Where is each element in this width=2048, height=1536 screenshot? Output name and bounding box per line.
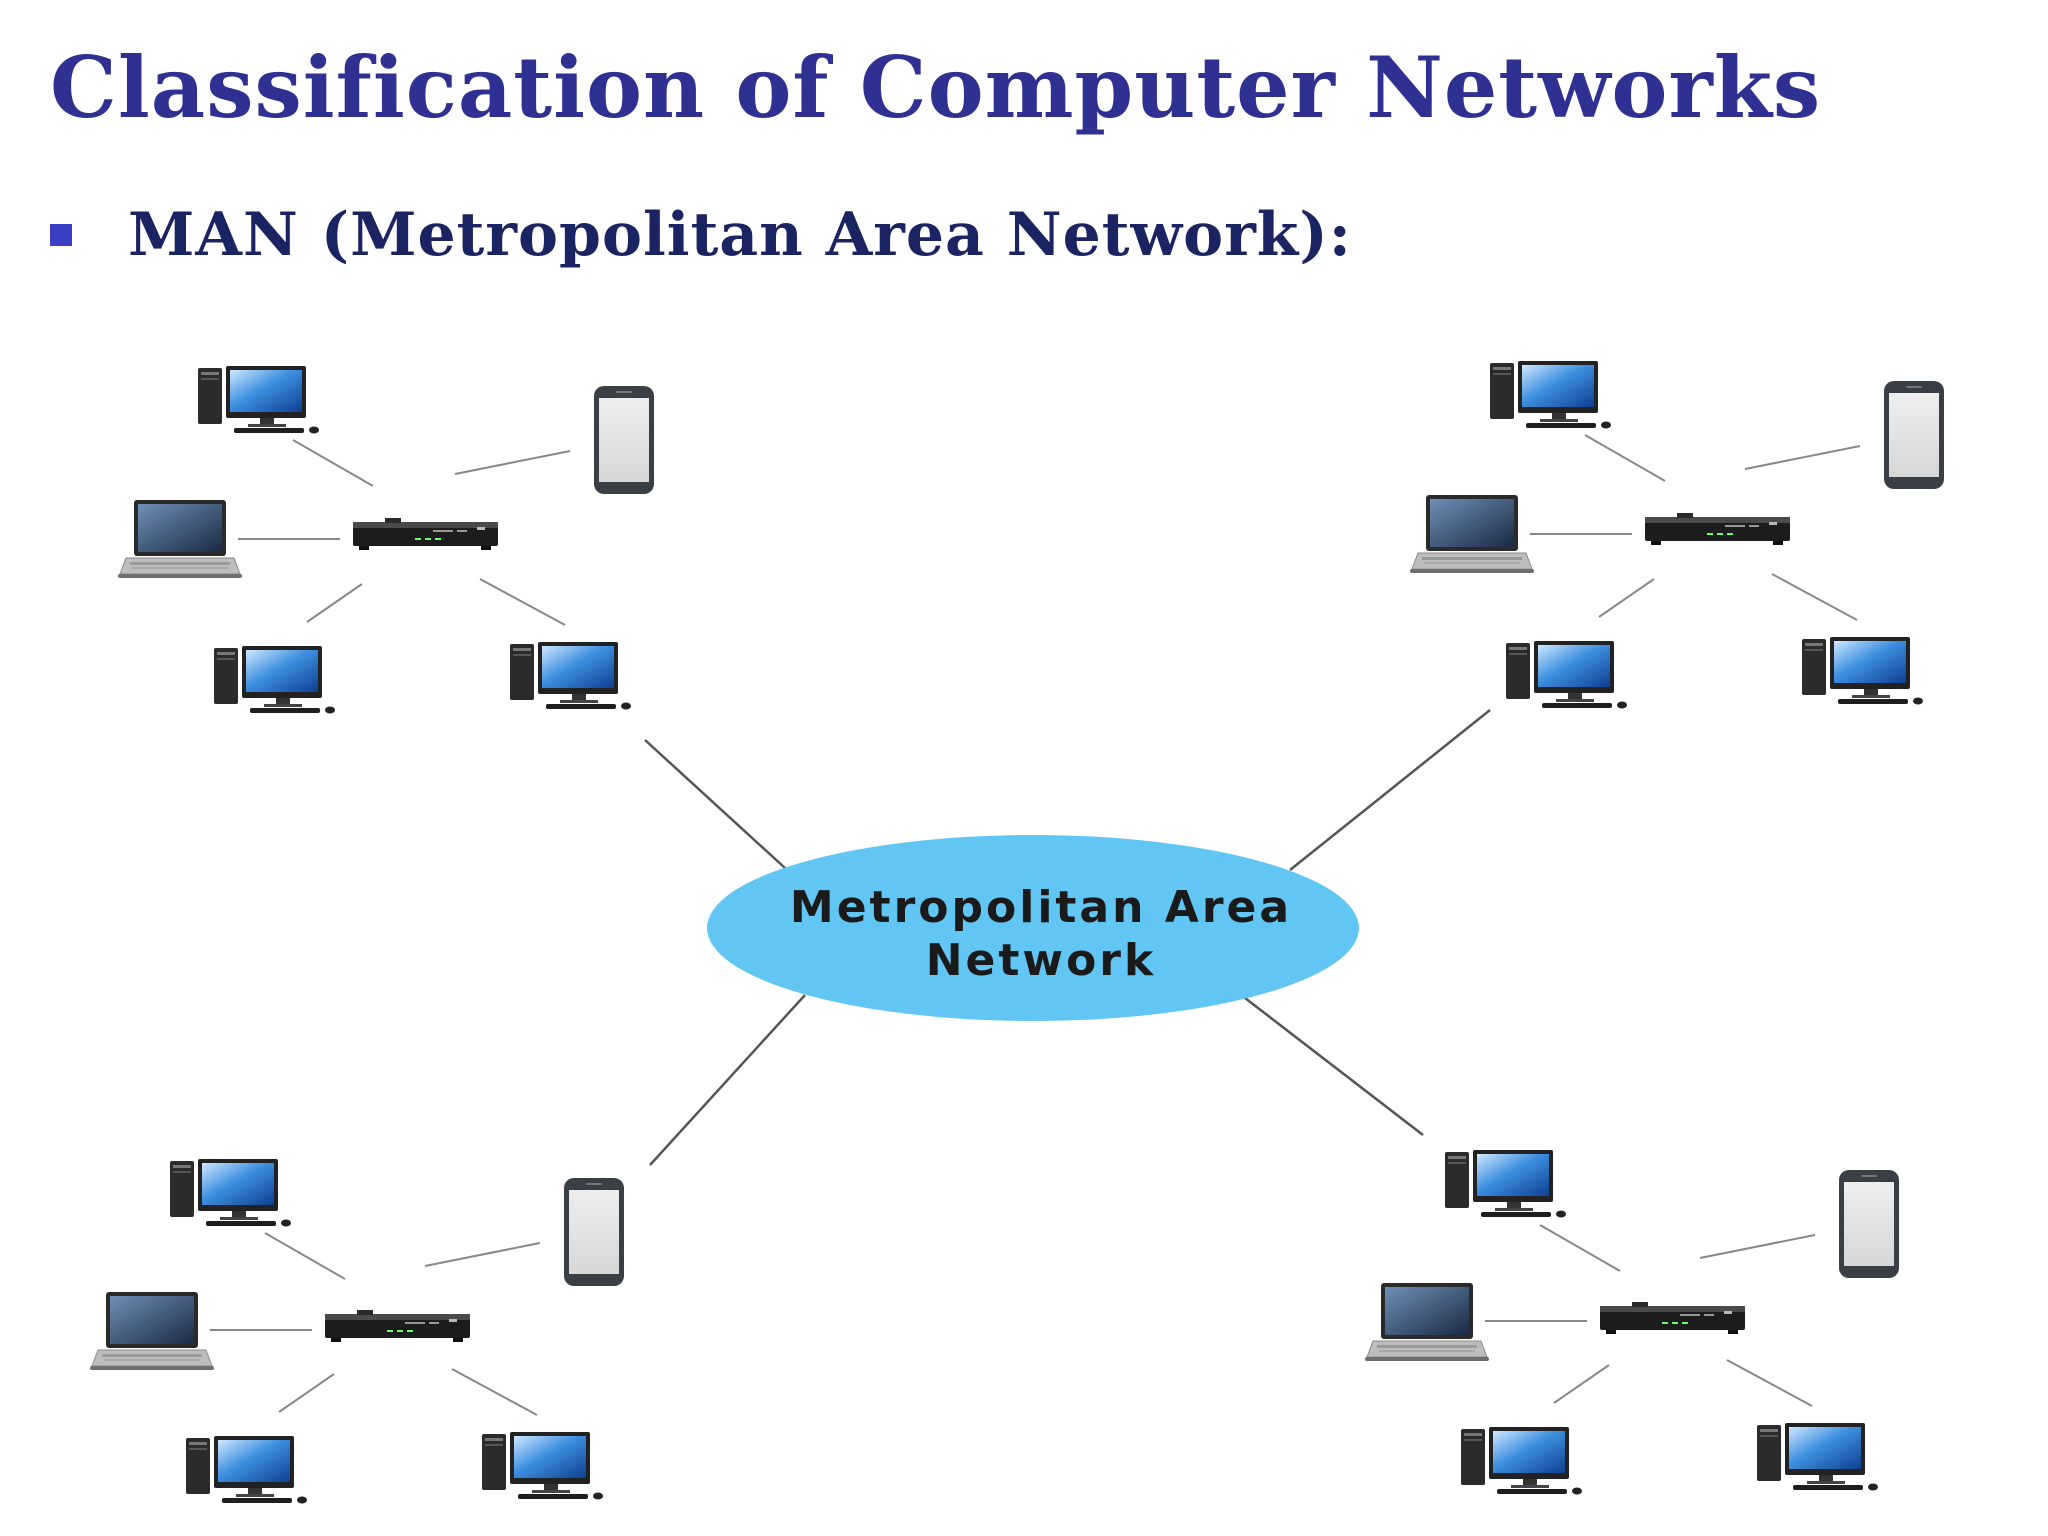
man-cloud-shape [707,835,1359,1021]
laptop-icon [117,499,243,579]
man-cloud-label-line-1: Metropolitan Area [790,882,1292,933]
desktop-computer-icon [510,642,631,710]
desktop-computer-icon [482,1432,603,1500]
router-icon [353,518,498,550]
router-icon [1645,513,1790,545]
desktop-computer-icon [1506,641,1627,709]
desktop-computer-icon [1802,637,1923,705]
desktop-computer-icon [1445,1150,1566,1218]
bullet-text: MAN (Metropolitan Area Network): [128,200,1352,270]
router-icon [1600,1302,1745,1334]
backbone-link-bottom-left [649,994,806,1166]
mobile-phone-icon [1884,381,1944,489]
man-cloud-label-line-2: Network [926,935,1157,986]
backbone-link-bottom-right [1244,997,1424,1136]
backbone-link-top-right [1289,709,1491,871]
router-icon [325,1310,470,1342]
desktop-computer-icon [186,1436,307,1504]
desktop-computer-icon [198,366,319,434]
lan-cluster-bottom-right [1364,1150,1899,1495]
lan-cluster-top-right [1409,361,1944,709]
slide-title: Classification of Computer Networks [50,38,1822,137]
desktop-computer-icon [1461,1427,1582,1495]
laptop-icon [1409,494,1535,574]
lan-cluster-top-left [117,366,654,714]
laptop-icon [1364,1282,1490,1362]
lan-cluster-bottom-left [89,1159,624,1504]
man-cloud: Metropolitan Area Network [707,835,1359,1021]
bullet-item: MAN (Metropolitan Area Network): [50,190,1352,280]
mobile-phone-icon [564,1178,624,1286]
desktop-computer-icon [214,646,335,714]
backbone-links [644,709,1491,1166]
desktop-computer-icon [1490,361,1611,429]
desktop-computer-icon [170,1159,291,1227]
mobile-phone-icon [1839,1170,1899,1278]
backbone-link-top-left [644,739,786,869]
mobile-phone-icon [594,386,654,494]
desktop-computer-icon [1757,1423,1878,1491]
bullet-square-icon [50,224,72,246]
laptop-icon [89,1291,215,1371]
